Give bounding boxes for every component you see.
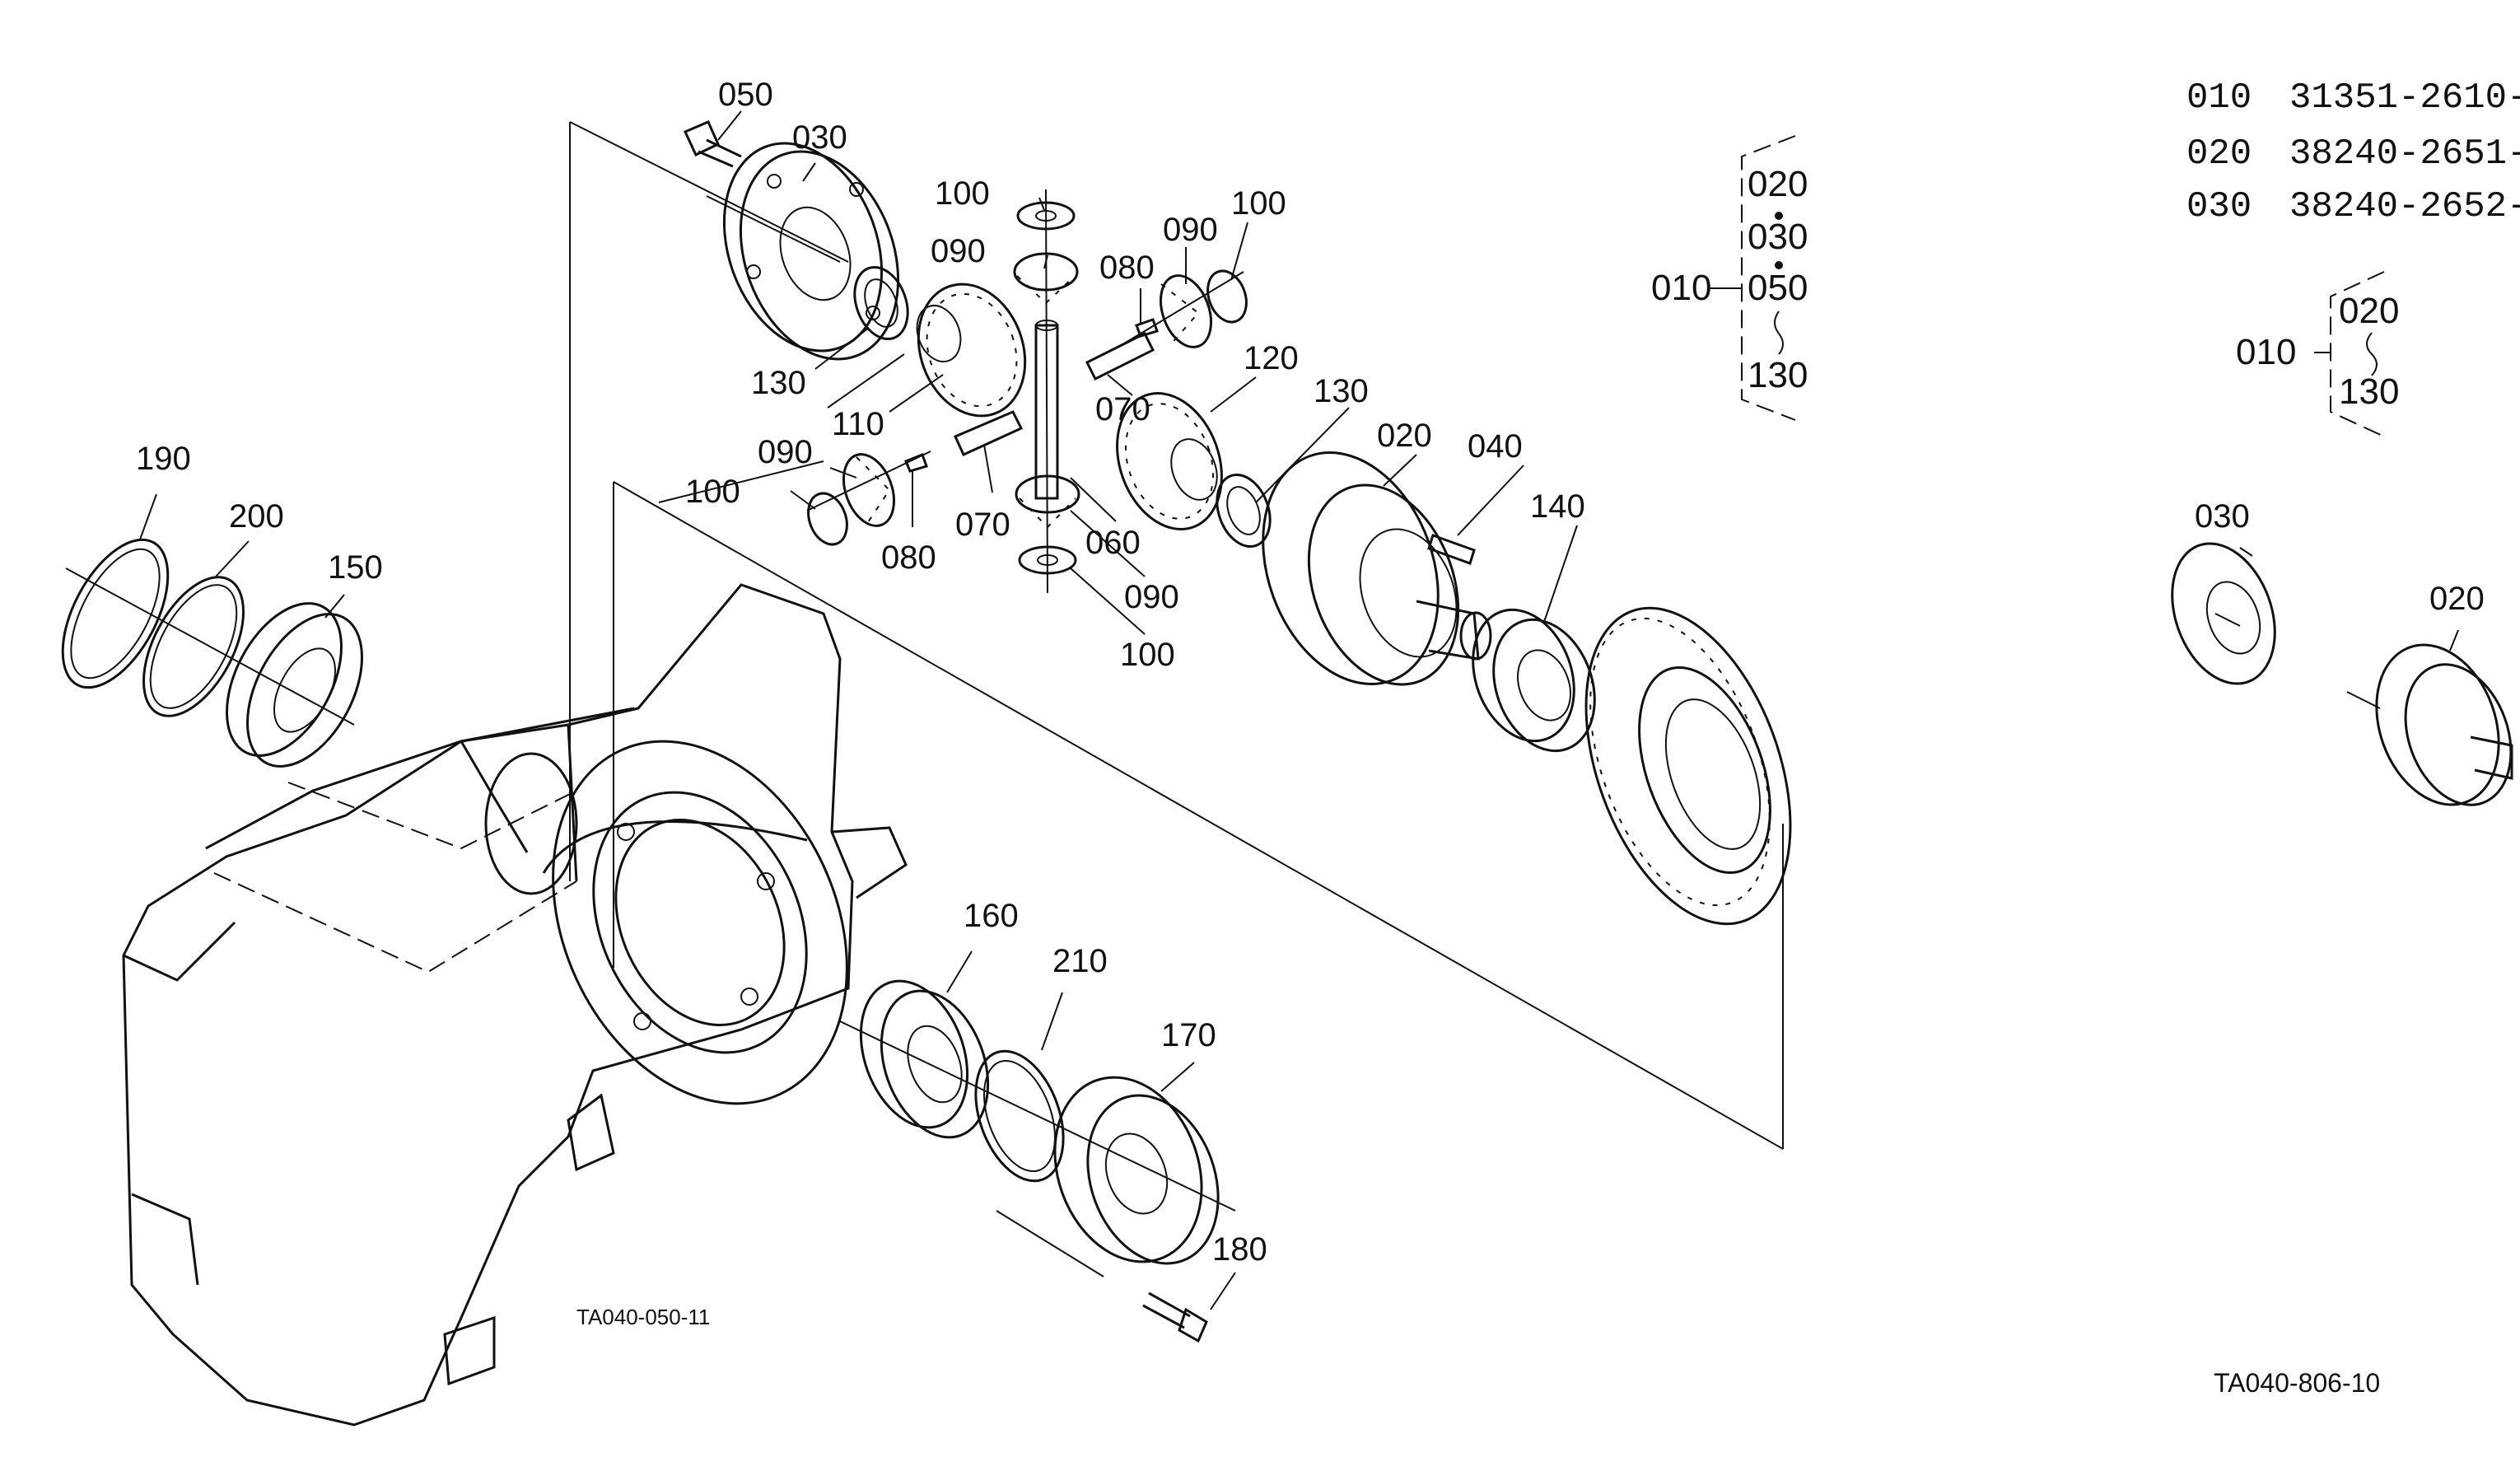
callout-070a: 070 [1095,391,1150,427]
lower-axis-line [839,1020,1236,1212]
assembly-bracket-a: 010 020 030 050 130 [1651,135,1808,421]
callout-050: 050 [718,77,773,113]
guide-lines [569,121,2381,1277]
pin-axis-line-b [806,451,931,511]
ring-gear [1584,606,1792,926]
callout-040: 040 [1468,428,1523,465]
washer-100b [1206,269,1248,324]
callout-020: 020 [1377,418,1432,454]
callout-210: 210 [1052,943,1108,979]
pin-080a [1135,318,1159,338]
assembly-a-range [1774,311,1784,355]
callout-090a: 090 [931,233,986,269]
bearing-150 [226,602,363,768]
parts-row-2-no: 020 [2186,133,2252,175]
assembly-b-item-1: 020 [2339,291,2399,331]
gear-120 [1116,392,1223,530]
parts-table: 010 31351-2610-0 020 38240-2651-4 030 38… [2186,77,2520,227]
ring-200 [142,576,245,717]
callout-100b: 100 [1231,185,1286,222]
callout-070b: 070 [955,507,1010,543]
callout-100a: 100 [935,175,990,212]
pin-axis-line [1119,271,1244,347]
pinion-gear-090c [842,453,895,528]
assembly-a-item-1: 020 [1748,164,1808,204]
parts-row-2-number: 38240-2651-4 [2289,133,2520,175]
assembly-a-item-2: 030 [1748,217,1808,257]
callout-110: 110 [832,406,884,442]
callout-100d: 100 [1120,637,1175,673]
callout-labels: 050 030 100 090 080 090 100 130 110 070 … [136,77,1585,1268]
callout-180: 180 [1212,1231,1267,1268]
callout-140: 140 [1530,488,1585,525]
case-020 [1262,451,1492,686]
parts-row-1-number: 31351-2610-0 [2289,77,2520,119]
callout-090c: 090 [758,434,813,470]
parts-row-3-number: 38240-2652-3 [2289,186,2520,227]
cover-030 [722,142,900,361]
assembly-a-item-3: 050 [1748,268,1808,308]
bolt-180 [1142,1291,1208,1343]
left-axis-line [65,567,355,726]
assembly-a-dot-1 [1775,212,1783,220]
sub-callout-020: 020 [2429,581,2485,617]
callout-leaders [139,110,2459,1310]
washer-100c [807,492,848,546]
pin-070b [954,410,1024,456]
callout-080b: 080 [881,539,936,576]
pin-040 [1427,534,1476,565]
assembly-b-item-2: 130 [2339,371,2399,412]
circlip-190 [61,538,170,689]
assembly-a-item-4: 130 [1748,355,1808,395]
assembly-a-parent: 010 [1651,268,1711,308]
gear-110 [916,283,1027,418]
callout-120: 120 [1244,340,1299,376]
figure-ref-right: TA040-806-10 [2214,1368,2380,1398]
callout-160: 160 [964,898,1019,934]
callout-200: 200 [229,498,284,535]
washer-130a [853,265,909,341]
retainer-170 [1053,1076,1220,1265]
assembly-b-range [2366,332,2378,376]
vertical-axis-line [1045,189,1048,594]
bolt-050 [683,120,742,168]
sub-cover-030 [2171,542,2276,685]
bearing-160 [859,979,990,1139]
sub-case-020 [2375,643,2513,806]
washer-130b [1216,473,1272,549]
assembly-b-parent: 010 [2236,332,2296,372]
callout-170: 170 [1161,1017,1216,1053]
callout-100c: 100 [685,474,740,510]
callout-060: 060 [1085,525,1141,561]
callout-090d: 090 [1124,579,1179,615]
callout-190: 190 [136,441,191,477]
assembly-bracket-b: 010 020 130 [2236,271,2399,437]
parts-row-3-no: 030 [2186,186,2252,227]
callout-150: 150 [328,549,383,586]
pin-070a [1085,331,1155,381]
ring-210 [974,1049,1065,1183]
callout-090b: 090 [1163,212,1218,248]
assembly-a-dot-2 [1775,261,1783,269]
callout-080a: 080 [1099,250,1155,286]
callout-030: 030 [792,119,847,156]
callout-130a: 130 [751,365,806,401]
callout-130b: 130 [1314,373,1369,409]
transmission-case [122,583,908,1427]
pin-080b [904,453,928,473]
sub-callout-030: 030 [2195,498,2250,535]
parts-row-1-no: 010 [2186,77,2252,119]
figure-ref-left: TA040-050-11 [576,1305,710,1329]
